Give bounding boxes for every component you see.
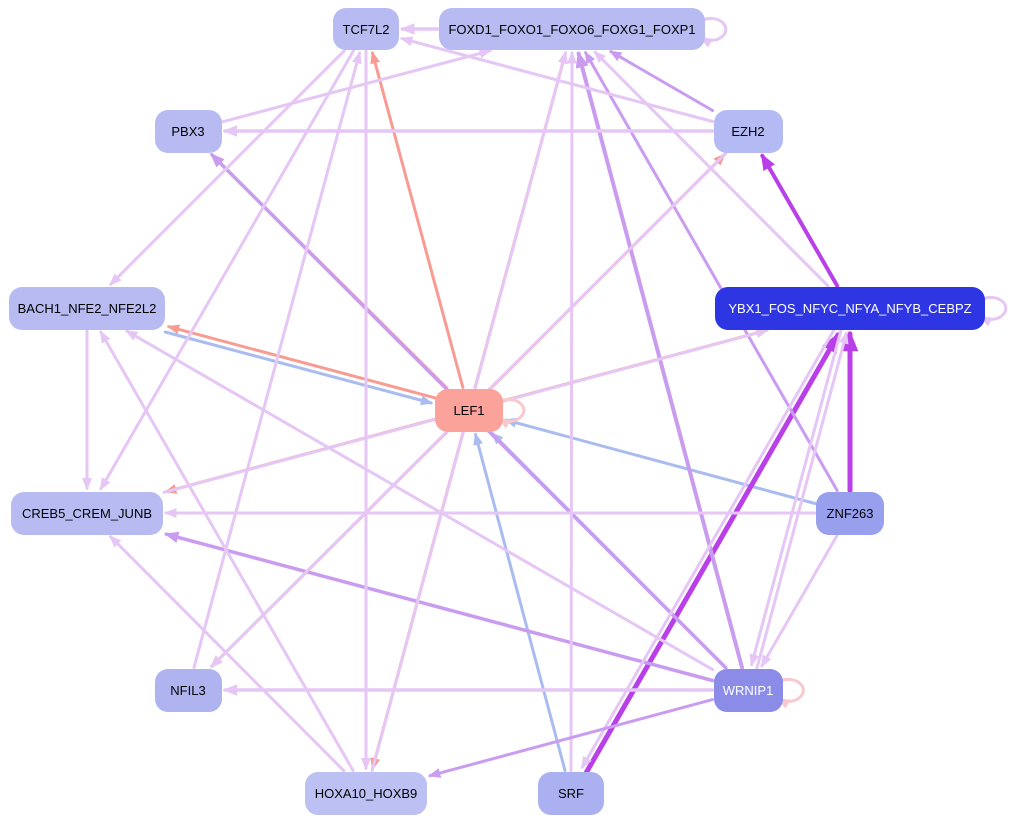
node-label-BACH1: BACH1_NFE2_NFE2L2 bbox=[17, 300, 157, 316]
node-WRNIP1[interactable]: WRNIP1 bbox=[713, 668, 783, 712]
node-BACH1[interactable]: BACH1_NFE2_NFE2L2 bbox=[9, 286, 165, 330]
edge-HOXA10-CREB5[interactable] bbox=[109, 535, 346, 773]
node-label-FOXD1: FOXD1_FOXO1_FOXO6_FOXG1_FOXP1 bbox=[448, 21, 696, 37]
edge-YBX1-WRNIP1[interactable] bbox=[749, 328, 843, 667]
edge-ZNF263-FOXD1[interactable] bbox=[584, 50, 839, 493]
node-label-WRNIP1: WRNIP1 bbox=[722, 682, 774, 698]
node-PBX3[interactable]: PBX3 bbox=[154, 109, 222, 153]
self-loop-YBX1[interactable] bbox=[979, 295, 1008, 327]
node-YBX1[interactable]: YBX1_FOS_NFYC_NFYA_NFYB_CEBPZ bbox=[715, 286, 985, 330]
edge-WRNIP1-YBX1[interactable] bbox=[755, 331, 849, 670]
edge-LEF1-TCF7L2[interactable] bbox=[370, 51, 465, 389]
node-FOXD1[interactable]: FOXD1_FOXO1_FOXO6_FOXG1_FOXP1 bbox=[439, 8, 705, 50]
self-loop-LEF1[interactable] bbox=[497, 397, 526, 429]
edge-ZNF263-WRNIP1[interactable] bbox=[760, 533, 839, 668]
node-label-SRF: SRF bbox=[558, 785, 584, 801]
node-label-NFIL3: NFIL3 bbox=[170, 682, 206, 698]
edge-EZH2-FOXD1[interactable] bbox=[609, 50, 715, 112]
edge-YBX1-EZH2[interactable] bbox=[760, 153, 840, 288]
edge-PBX3-FOXD1[interactable] bbox=[221, 48, 492, 124]
node-SRF[interactable]: SRF bbox=[538, 771, 604, 815]
edge-TCF7L2-CREB5[interactable] bbox=[99, 49, 355, 491]
edge-WRNIP1-FOXD1[interactable] bbox=[575, 51, 744, 670]
node-label-ZNF263: ZNF263 bbox=[826, 505, 874, 521]
self-loop-WRNIP1[interactable] bbox=[777, 677, 805, 709]
node-LEF1[interactable]: LEF1 bbox=[435, 388, 503, 432]
node-label-HOXA10: HOXA10_HOXB9 bbox=[314, 785, 418, 801]
node-HOXA10[interactable]: HOXA10_HOXB9 bbox=[305, 771, 427, 815]
node-ZNF263[interactable]: ZNF263 bbox=[816, 491, 884, 535]
node-EZH2[interactable]: EZH2 bbox=[713, 109, 783, 153]
node-label-YBX1: YBX1_FOS_NFYC_NFYA_NFYB_CEBPZ bbox=[728, 300, 972, 316]
edge-BACH1-LEF1[interactable] bbox=[163, 330, 434, 406]
node-label-LEF1: LEF1 bbox=[453, 402, 485, 418]
edge-SRF-LEF1[interactable] bbox=[473, 432, 567, 772]
edge-YBX1-SRF[interactable] bbox=[580, 327, 836, 770]
node-label-TCF7L2: TCF7L2 bbox=[342, 21, 390, 37]
edge-WRNIP1-HOXA10[interactable] bbox=[428, 698, 714, 778]
edge-WRNIP1-BACH1[interactable] bbox=[125, 329, 715, 672]
node-TCF7L2[interactable]: TCF7L2 bbox=[333, 8, 399, 50]
node-label-EZH2: EZH2 bbox=[731, 123, 765, 139]
edge-NFIL3-TCF7L2[interactable] bbox=[192, 51, 362, 669]
edge-TCF7L2-BACH1[interactable] bbox=[109, 49, 346, 286]
edge-WRNIP1-CREB5[interactable] bbox=[163, 531, 715, 683]
edge-HOXA10-BACH1[interactable] bbox=[99, 330, 355, 773]
node-label-PBX3: PBX3 bbox=[171, 123, 205, 139]
self-loop-FOXD1[interactable] bbox=[699, 16, 728, 48]
node-label-CREB5: CREB5_CREM_JUNB bbox=[21, 505, 153, 521]
node-NFIL3[interactable]: NFIL3 bbox=[154, 668, 222, 712]
node-CREB5[interactable]: CREB5_CREM_JUNB bbox=[11, 491, 163, 535]
edge-ZNF263-LEF1[interactable] bbox=[504, 417, 817, 505]
edge-SRF-FOXD1[interactable] bbox=[567, 51, 577, 772]
edge-LEF1-BACH1[interactable] bbox=[166, 324, 437, 400]
